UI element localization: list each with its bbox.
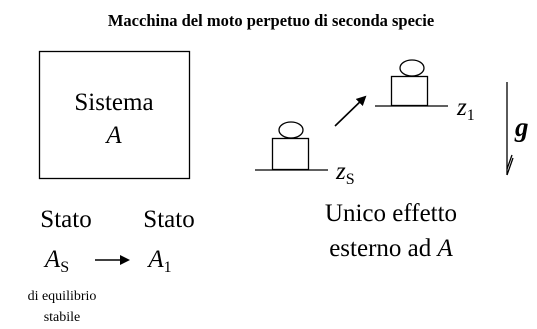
lower-level-label: zS [335, 158, 355, 188]
initial-state-note-line2: stabile [44, 310, 81, 325]
gravity-arrow-barb-inner [506, 154, 513, 170]
upper-weight-ball [399, 59, 425, 77]
final-state-symbol: A1 [146, 246, 171, 276]
gravity-arrow-barb [506, 157, 514, 176]
lower-weight-block [271, 137, 310, 171]
initial-state-symbol: AS [43, 246, 69, 276]
arrow-diagonal-icon [334, 95, 367, 127]
initial-state-note-line1: di equilibrio [28, 289, 97, 304]
effect-text-line2-symbol: A [436, 235, 454, 262]
final-state-subscript: 1 [164, 259, 172, 276]
initial-state-letter: A [43, 246, 61, 273]
gravity-label: g [514, 112, 529, 142]
lower-level-letter: z [335, 158, 346, 185]
upper-weight-block [390, 75, 429, 107]
system-box-symbol: A [104, 122, 122, 149]
upper-level-letter: z [456, 94, 467, 121]
final-state-label: Stato [143, 206, 194, 233]
final-state-letter: A [146, 246, 164, 273]
effect-text-line2: esterno ad A [329, 235, 453, 262]
diagram-title: Macchina del moto perpetuo di seconda sp… [108, 11, 434, 30]
upper-level-label: z1 [456, 94, 475, 124]
upper-level-subscript: 1 [467, 107, 475, 124]
initial-state-subscript: S [60, 259, 69, 276]
initial-state-label: Stato [40, 206, 91, 233]
lower-level-subscript: S [346, 171, 355, 188]
system-box-label: Sistema [74, 89, 153, 116]
system-box [38, 50, 191, 180]
lower-weight-ball [278, 121, 304, 139]
effect-text-line2-words: esterno ad [329, 235, 437, 262]
effect-text-line1: Unico effetto [325, 200, 457, 227]
